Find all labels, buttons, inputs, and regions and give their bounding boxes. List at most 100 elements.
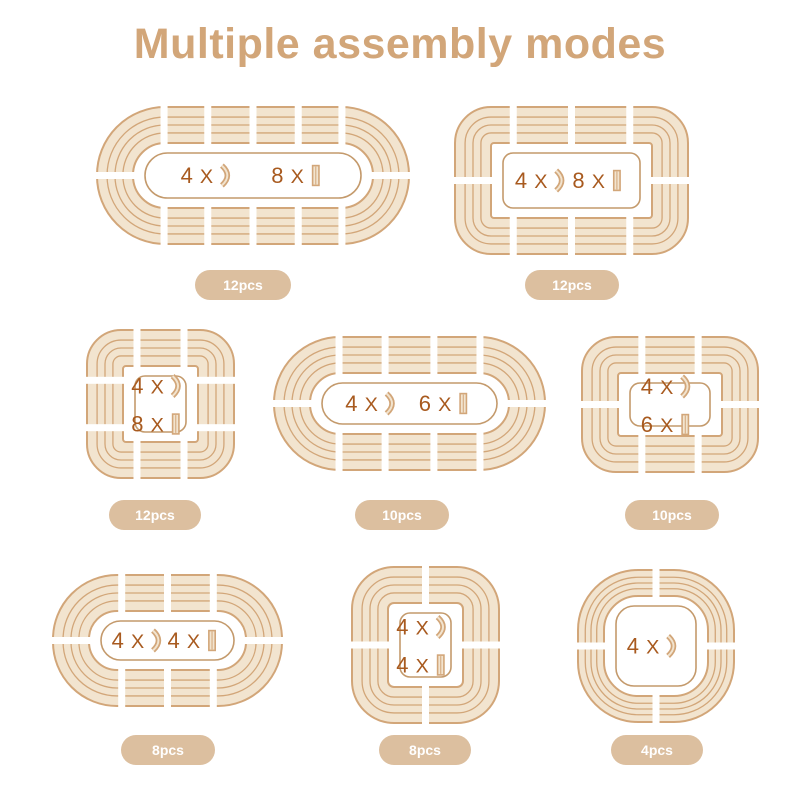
times-sign: X — [660, 415, 673, 437]
piece-total-label: 12pcs — [552, 277, 592, 293]
piece-qty: 4 — [112, 628, 124, 653]
track-layout — [272, 335, 547, 472]
piece-total-badge: 8pcs — [379, 735, 471, 765]
piece-qty: 8 — [131, 412, 143, 437]
straight-track-icon — [681, 413, 690, 436]
piece-qty: 4 — [181, 163, 193, 188]
piece-qty: 6 — [641, 412, 653, 437]
piece-total-badge: 12pcs — [195, 270, 291, 300]
center-panel — [502, 152, 641, 209]
times-sign: X — [187, 631, 200, 653]
center-panel — [629, 382, 711, 427]
curved-track-icon — [384, 391, 395, 416]
piece-qty: 4 — [641, 374, 653, 399]
straight-track-icon — [436, 654, 445, 676]
piece-qty: 8 — [572, 168, 584, 193]
track-layout — [580, 335, 760, 474]
times-sign: X — [534, 171, 547, 193]
straight-track-icon — [171, 413, 180, 435]
curved-track-icon — [666, 634, 677, 658]
times-sign: X — [131, 631, 144, 653]
piece-qty: 4 — [627, 634, 639, 659]
piece-total-badge: 8pcs — [121, 735, 215, 765]
piece-total-label: 8pcs — [409, 742, 441, 758]
times-sign: X — [416, 618, 429, 640]
piece-total-label: 10pcs — [652, 507, 692, 523]
curved-track-icon — [554, 168, 565, 193]
track-layout — [576, 568, 736, 724]
times-sign: X — [151, 377, 164, 399]
piece-total-badge: 4pcs — [611, 735, 703, 765]
piece-total-label: 12pcs — [135, 507, 175, 523]
times-sign: X — [416, 656, 429, 678]
piece-qty: 8 — [271, 163, 283, 188]
piece-total-label: 10pcs — [382, 507, 422, 523]
track-layout — [85, 328, 236, 480]
times-sign: X — [438, 394, 451, 416]
piece-qty: 4 — [515, 168, 527, 193]
piece-total-badge: 12pcs — [109, 500, 201, 530]
center-panel — [321, 382, 498, 425]
track-layout — [51, 573, 284, 708]
piece-qty: 4 — [131, 374, 143, 399]
piece-total-badge: 10pcs — [355, 500, 449, 530]
curved-track-icon — [170, 374, 181, 398]
center-panel — [100, 620, 235, 661]
times-sign: X — [592, 171, 605, 193]
piece-total-label: 4pcs — [641, 742, 673, 758]
times-sign: X — [365, 394, 378, 416]
straight-track-icon — [459, 392, 468, 415]
center-panel — [615, 605, 697, 687]
curved-track-icon — [680, 374, 691, 399]
piece-qty: 4 — [396, 615, 408, 640]
track-layout — [95, 105, 411, 246]
page-title: Multiple assembly modes — [133, 20, 667, 68]
times-sign: X — [151, 415, 164, 437]
piece-total-label: 8pcs — [152, 742, 184, 758]
curved-track-icon — [219, 163, 231, 188]
times-sign: X — [291, 166, 304, 188]
center-panel — [144, 152, 362, 199]
straight-track-icon — [311, 164, 320, 187]
track-layout — [453, 105, 690, 256]
straight-track-icon — [612, 169, 621, 192]
piece-qty: 4 — [396, 653, 408, 678]
piece-qty: 4 — [168, 628, 180, 653]
piece-qty: 4 — [345, 391, 357, 416]
piece-total-label: 12pcs — [223, 277, 263, 293]
times-sign: X — [200, 166, 213, 188]
curved-track-icon — [151, 628, 162, 653]
times-sign: X — [646, 637, 659, 659]
piece-total-badge: 10pcs — [625, 500, 719, 530]
piece-total-badge: 12pcs — [525, 270, 619, 300]
straight-track-icon — [208, 629, 216, 652]
track-layout — [350, 565, 501, 725]
piece-qty: 6 — [419, 391, 431, 416]
times-sign: X — [660, 377, 673, 399]
curved-track-icon — [435, 615, 446, 639]
